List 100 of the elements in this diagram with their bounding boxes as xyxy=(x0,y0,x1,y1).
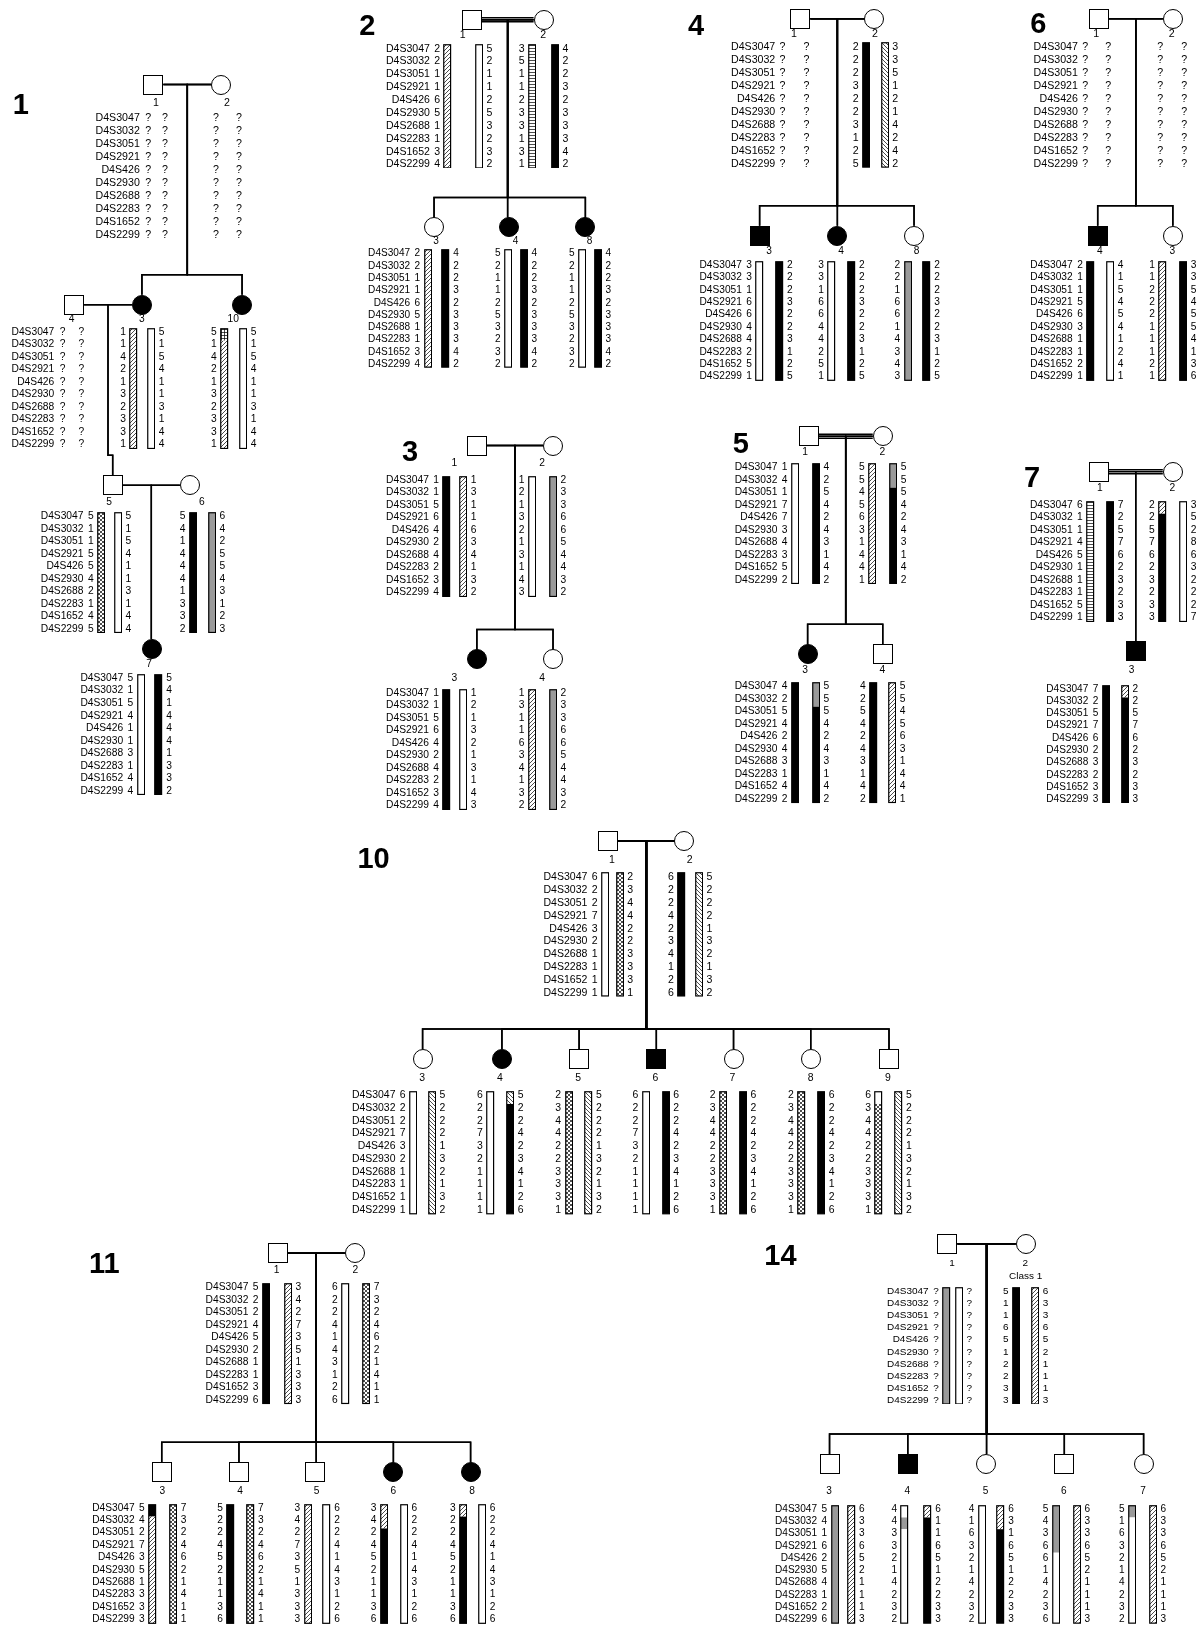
allele-column: 5 2 2 2 1 3 2 1 3 2 xyxy=(596,1089,602,1217)
family-number: 5 xyxy=(732,428,749,458)
allele-column: 3 2 2 4 5 2 1 1 3 6 xyxy=(450,1501,456,1626)
allele-column: 6 2 2 7 3 2 1 1 1 1 xyxy=(399,1089,406,1217)
allele-column: 7 3 2 4 6 2 1 4 1 1 xyxy=(258,1501,264,1626)
allele-column: 5 1 1 5 5 4 2 1 4 5 xyxy=(87,510,94,636)
allele-column: 7 2 5 7 6 2 3 2 3 3 xyxy=(1092,682,1099,806)
individual-number: 6 xyxy=(1061,1485,1067,1496)
family-number: 11 xyxy=(89,1248,120,1278)
family-number: 6 xyxy=(1030,8,1047,38)
allele-column: 6 2 2 4 1 4 3 1 2 6 xyxy=(411,1501,418,1626)
individual-number: 4 xyxy=(838,245,844,257)
allele-column: 5 5 4 5 6 3 1 4 4 1 xyxy=(899,680,906,806)
allele-column: 2 2 2 3 2 2 3 1 2 5 xyxy=(852,40,859,171)
allele-column: ? ? ? ? ? ? ? ? ? ? xyxy=(1157,40,1164,171)
allele-column: 6 2 2 4 2 3 4 1 2 6 xyxy=(750,1089,757,1217)
allele-column: 7 2 5 7 6 2 3 2 3 3 xyxy=(1117,498,1124,624)
individual-number: 4 xyxy=(904,1485,911,1496)
allele-column: 1 2 1 3 2 1 3 1 4 3 xyxy=(518,473,525,599)
allele-column: 3 4 2 7 3 5 1 3 3 3 xyxy=(295,1281,302,1407)
allele-column: 5 2 1 1 2 5 3 2 3 2 xyxy=(569,247,575,371)
descent-line xyxy=(506,19,587,219)
allele-column: 5 1 6 3 2 1 4 2 3 2 xyxy=(1118,1502,1125,1626)
descent-line xyxy=(107,303,133,476)
allele-column: 3 3 5 1 2 1 4 2 4 2 xyxy=(892,40,899,171)
individual-number: 3 xyxy=(802,665,808,676)
allele-column: 5 1 5 4 1 1 3 1 4 4 xyxy=(125,510,132,636)
allele-column: 2 3 4 4 2 2 3 3 3 1 xyxy=(627,870,634,999)
individual-number: 5 xyxy=(982,1485,989,1496)
allele-column: 5 2 2 4 5 2 1 1 3 6 xyxy=(252,1281,259,1407)
allele-column: 2 2 2 3 2 2 3 1 2 5 xyxy=(859,258,865,383)
allele-column: 6 3 3 6 5 2 1 1 1 3 xyxy=(1084,1502,1091,1626)
marker-names: D4S3047 D4S3032 D4S3051 D4S2921 D4S426 D4S2930 D4S2688 D4S2283 D4S1652 D4S2299 xyxy=(730,40,776,171)
descent-line xyxy=(150,484,181,640)
individual-number: 2 xyxy=(224,96,230,108)
allele-column: 5 5 5 4 2 4 3 1 4 2 xyxy=(823,680,830,806)
marker-names: D4S3047 D4S3032 D4S3051 D4S2921 D4S426 D4S2930 D4S2688 D4S2283 D4S1652 D4S2299 xyxy=(80,671,124,798)
allele-column: 2 3 4 4 2 2 3 3 3 1 xyxy=(555,1089,562,1217)
descent-line xyxy=(1135,470,1164,642)
individual-number: 1 xyxy=(802,447,808,458)
allele-column: 6 1 1 6 5 1 2 2 3 3 xyxy=(935,1502,941,1626)
allele-column: 1 4 1 7 7 3 4 3 5 2 xyxy=(781,461,788,587)
marker-names: D4S3047 D4S3032 D4S3051 D4S2921 D4S426 D4S2930 D4S2688 D4S2283 D4S1652 D4S2299 xyxy=(351,1089,396,1217)
individual-number: 2 xyxy=(539,457,545,468)
allele-column: 5 2 2 2 1 3 2 1 3 2 xyxy=(439,1089,446,1217)
allele-column: 5 1 5 4 1 1 3 1 4 4 xyxy=(250,325,257,451)
marker-names: D4S3047 D4S3032 D4S3051 D4S2921 D4S426 D4S2930 D4S2688 D4S2283 D4S1652 D4S2299 xyxy=(699,258,742,383)
family-number: 2 xyxy=(359,10,376,40)
individual-number: 4 xyxy=(496,1073,503,1084)
marker-names: D4S3047 D4S3032 D4S3051 D4S2921 D4S426 D4S2930 D4S2688 D4S2283 D4S1652 D4S2299 xyxy=(734,461,778,587)
individual-number: 5 xyxy=(313,1485,320,1496)
allele-column: 6 4 2 5 5 4 3 1 2 3 xyxy=(219,510,226,636)
descent-line xyxy=(836,18,915,227)
marker-names: D4S3047 D4S3032 D4S3051 D4S2921 D4S426 D4S2930 D4S2688 D4S2283 D4S1652 D4S2299 xyxy=(543,870,588,999)
allele-column: 2 2 2 3 2 2 3 1 2 5 xyxy=(934,258,940,383)
marker-names: D4S3047 D4S3032 D4S3051 D4S2921 D4S426 D4S2930 D4S2688 D4S2283 D4S1652 D4S2299 xyxy=(368,247,411,371)
individual-number: 4 xyxy=(539,672,545,683)
allele-column: 2 2 5 7 6 2 3 2 3 3 xyxy=(1149,498,1155,624)
individual-number: 2 xyxy=(871,27,878,39)
allele-column: 6 3 3 6 5 2 1 1 1 3 xyxy=(1160,1502,1167,1626)
allele-column: 5 1 1 6 5 1 2 2 3 3 xyxy=(1003,1284,1009,1407)
allele-column: 5 2 2 2 1 3 2 1 3 2 xyxy=(706,870,713,999)
marker-names: D4S3047 D4S3032 D4S3051 D4S2921 D4S426 D4S2930 D4S2688 D4S2283 D4S1652 D4S2299 xyxy=(775,1502,817,1626)
allele-column: 3 3 5 4 5 5 4 1 3 6 xyxy=(1190,258,1197,383)
allele-column: ? ? ? ? ? ? ? ? ? ? xyxy=(966,1284,973,1407)
individual-number: 7 xyxy=(146,659,153,670)
allele-column: 2 2 2 3 2 2 3 1 2 5 xyxy=(787,258,793,383)
individual-number: 7 xyxy=(1140,1485,1146,1496)
family-number: 7 xyxy=(1023,462,1040,492)
allele-column: 4 1 6 3 2 1 4 2 3 2 xyxy=(968,1502,975,1626)
individual-number: 3 xyxy=(766,245,772,257)
allele-column: ? ? ? ? ? ? ? ? ? ? xyxy=(779,40,786,171)
allele-column: 4 2 5 4 2 4 3 1 4 2 xyxy=(860,680,866,806)
allele-column: ? ? ? ? ? ? ? ? ? ? xyxy=(161,111,168,242)
allele-column: 5 4 1 6 2 5 4 1 2 6 xyxy=(821,1502,828,1626)
individual-number: 1 xyxy=(153,96,159,108)
individual-number: 1 xyxy=(609,854,615,865)
marriage-line xyxy=(480,17,535,23)
allele-column: 4 2 2 3 2 3 3 3 4 2 xyxy=(605,247,612,371)
individual-number: 1 xyxy=(949,1258,955,1269)
individual-number: 5 xyxy=(575,1073,581,1084)
allele-column: 1 1 5 6 4 2 4 2 3 4 xyxy=(433,686,439,812)
allele-column: 4 1 5 4 5 4 1 2 4 1 xyxy=(1117,258,1124,383)
allele-column: 1 2 1 3 2 1 3 1 4 3 xyxy=(470,686,477,812)
allele-column: ? ? ? ? ? ? ? ? ? ? xyxy=(1082,40,1089,171)
allele-column: 5 4 3 6 6 1 4 2 3 6 xyxy=(1042,1502,1049,1626)
allele-column: 6 2 2 7 3 2 1 1 1 1 xyxy=(477,1089,483,1217)
individual-number: 8 xyxy=(586,235,593,246)
allele-column: 3 5 2 8 6 3 2 2 2 7 xyxy=(1190,498,1197,624)
allele-column: 5 4 1 4 4 4 1 3 3 2 xyxy=(166,671,172,798)
allele-column: 6 2 2 7 3 2 1 1 1 1 xyxy=(632,1089,639,1217)
individual-number: 7 xyxy=(729,1073,736,1084)
allele-column: 7 3 2 4 6 2 1 4 1 1 xyxy=(180,1501,187,1626)
allele-column: 6 2 2 4 1 4 3 1 2 6 xyxy=(332,1281,338,1407)
individual-number: 8 xyxy=(807,1073,814,1084)
descent-line xyxy=(985,1243,1145,1455)
family-number: 3 xyxy=(402,436,419,466)
descent-line xyxy=(315,1252,472,1464)
individual-number: 8 xyxy=(913,245,920,257)
individual-number: 6 xyxy=(652,1073,659,1084)
